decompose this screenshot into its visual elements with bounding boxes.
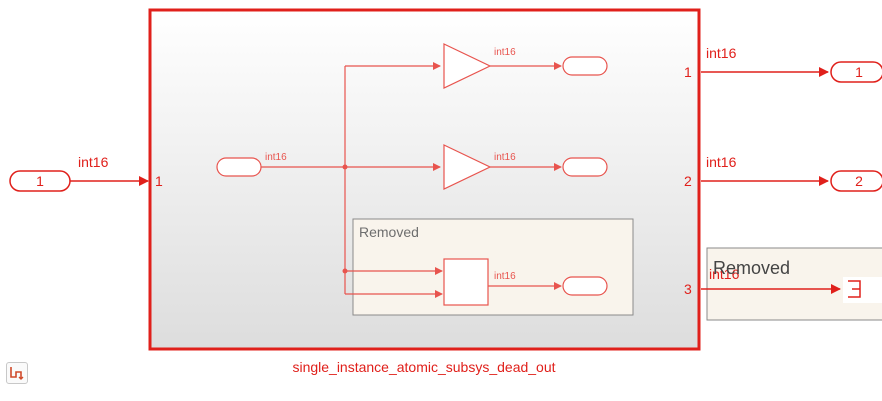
outport-block-2[interactable]: 2 <box>830 170 882 192</box>
inport-number: 1 <box>36 173 44 189</box>
removed-region-title: Removed <box>359 224 419 240</box>
inner-signal-branches <box>261 66 346 294</box>
subsystem-output-port-2-number: 2 <box>684 173 692 189</box>
branch-point <box>342 268 348 274</box>
gain-top-signal-type: int16 <box>494 47 516 58</box>
gain-block-mid[interactable] <box>443 144 492 190</box>
inner-outport-2[interactable] <box>562 157 608 177</box>
output-3-signal-type: int16 <box>709 266 740 282</box>
terminator-block[interactable] <box>843 277 882 303</box>
inner-inport[interactable] <box>216 157 262 177</box>
output-1-signal-type: int16 <box>706 45 737 61</box>
outport-1-number: 1 <box>855 64 863 80</box>
inport-block-1[interactable]: 1 <box>9 170 71 192</box>
subsystem-output-port-3-number: 3 <box>684 281 692 297</box>
outport-block-1[interactable]: 1 <box>830 61 882 83</box>
subsystem-input-port-number: 1 <box>155 173 163 189</box>
inner-outport-3[interactable] <box>562 276 608 296</box>
outport-2-number: 2 <box>855 173 863 189</box>
removed-inner-block[interactable] <box>443 258 489 306</box>
gain-block-top[interactable] <box>443 43 492 89</box>
subsystem-trace-icon[interactable] <box>6 362 28 384</box>
input-signal-type-label: int16 <box>78 154 109 170</box>
branch-point <box>342 164 348 170</box>
subsystem-contents: Removed int16 int16 int16 int16 <box>216 43 634 316</box>
removed-output-region-title: Removed <box>713 258 790 278</box>
corner-glyph-icon <box>10 367 24 380</box>
removed-block-signal-type: int16 <box>494 271 516 282</box>
output-2-signal-type: int16 <box>706 154 737 170</box>
gain-mid-signal-type: int16 <box>494 152 516 163</box>
subsystem-output-port-1-number: 1 <box>684 64 692 80</box>
removed-region <box>352 218 634 316</box>
inner-outport-1[interactable] <box>562 56 608 76</box>
inner-input-signal-type: int16 <box>265 152 287 163</box>
subsystem-name[interactable]: single_instance_atomic_subsys_dead_out <box>292 359 555 375</box>
